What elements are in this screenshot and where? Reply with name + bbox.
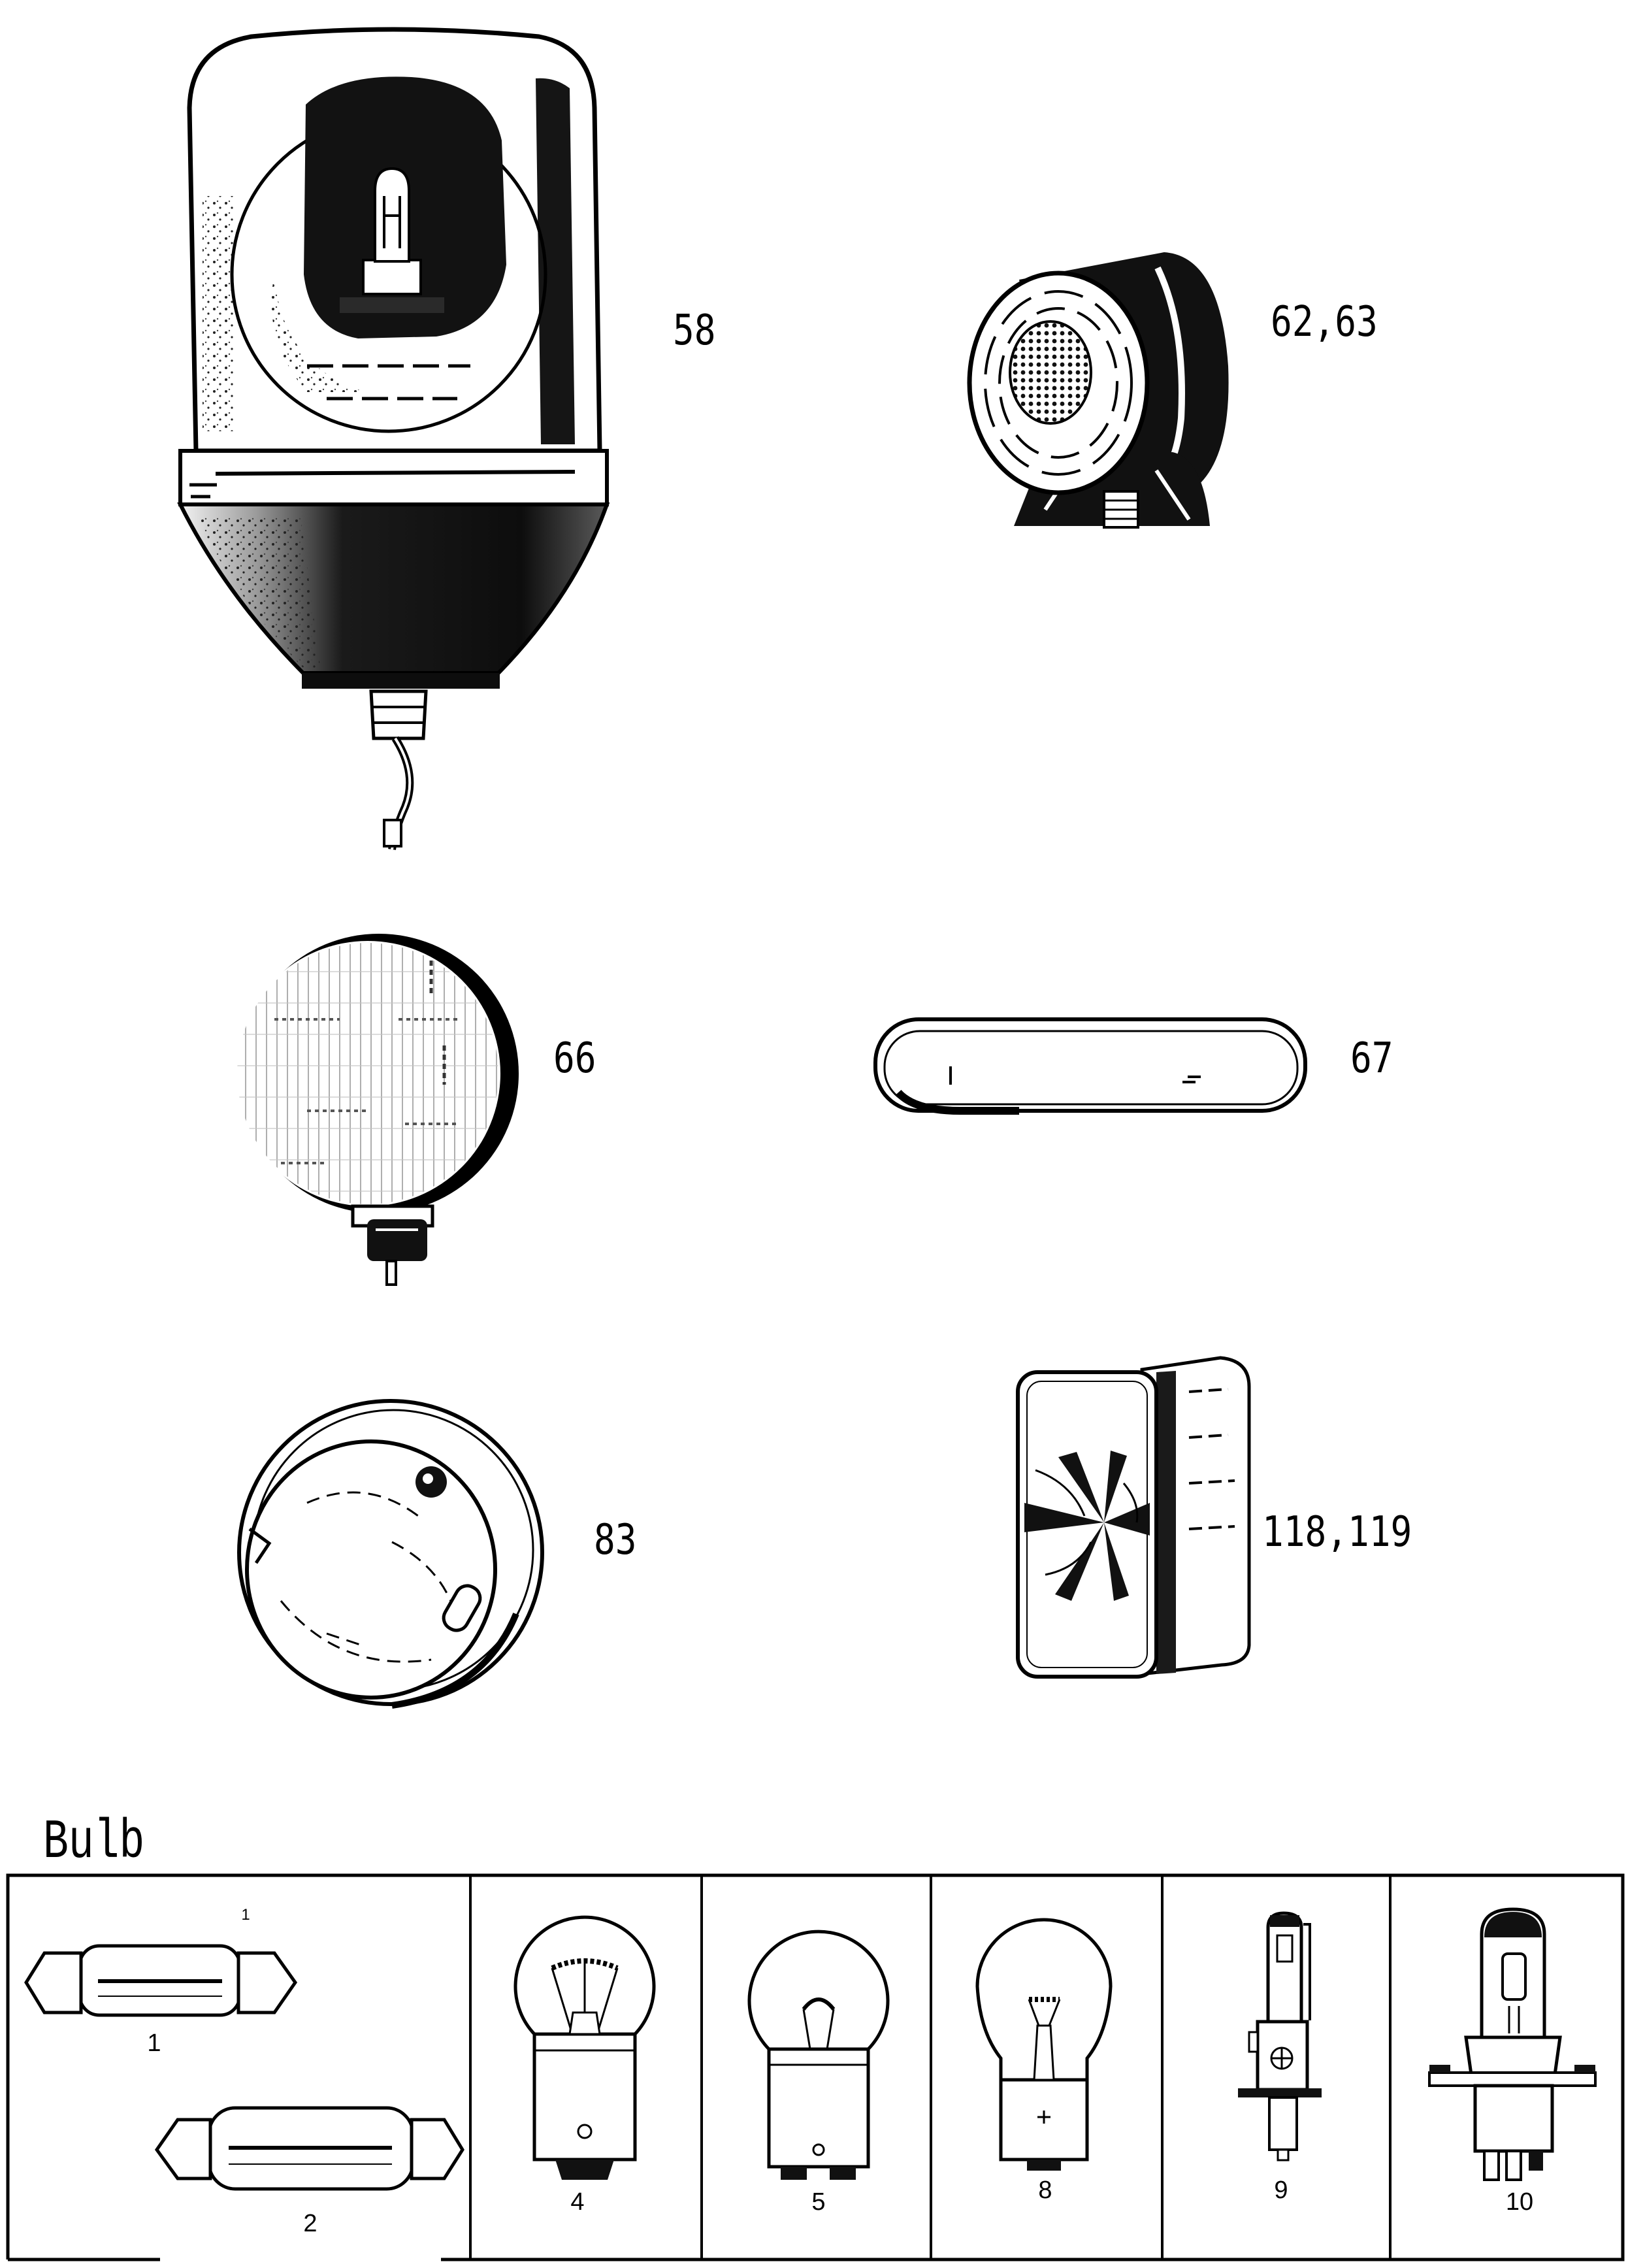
h4-halogen-bulb-10-icon: [1428, 1907, 1597, 2181]
festoon-bulb-2-icon: [154, 2106, 464, 2191]
round-lamp-62-63-illustration: [967, 252, 1229, 529]
bulb-5-glass: [747, 1930, 890, 2051]
h1-halogen-bulb-9-icon: [1238, 1911, 1322, 2161]
bulb-label-double-contact: 5: [811, 2188, 826, 2216]
beacon-cable-terminal: [383, 819, 402, 847]
bulb-label-festoon-long: 2: [303, 2210, 317, 2237]
bulb-9-capsule: [1266, 1911, 1303, 2024]
double-contact-bulb-5-icon: [747, 1930, 890, 2180]
bulb-label-h4: 10: [1505, 2188, 1534, 2216]
single-contact-bulb-4-icon: [513, 1915, 656, 2180]
festoon-1-cap-right: [236, 1951, 298, 2014]
callout-rect-lamp: 118,119: [1262, 1508, 1412, 1556]
round-lamp-83-illustration: [237, 1399, 544, 1709]
bulb-table-dividers: [469, 1875, 1392, 2260]
bulb-label-festoon-short-mark: 1: [241, 1906, 250, 1924]
festoon-1-cap-left: [24, 1951, 83, 2014]
beacon-reflector-base-lines: [307, 364, 470, 401]
bulb-10-base: [1473, 2084, 1554, 2153]
bulb-section-title: Bulb: [43, 1812, 145, 1874]
festoon-2-cap-right: [410, 2118, 464, 2180]
beacon-housing-speckle: [196, 516, 320, 670]
rect-lamp-reflector-shading: [1024, 1451, 1150, 1601]
work-lamp-66-illustration: [235, 934, 519, 1286]
bulb-label-single-contact: 4: [570, 2188, 585, 2216]
lamp-stud: [1103, 490, 1139, 529]
bulb-table: [6, 1873, 1625, 2261]
lamp-lens-center: [1009, 320, 1092, 425]
bulb-10-flange: [1428, 2071, 1597, 2087]
work-lamp-pin: [385, 1260, 397, 1286]
beacon-reflector-speckle: [271, 274, 366, 392]
bulb-table-frame: [6, 1873, 1625, 2261]
beacon-base-plate: [302, 673, 500, 689]
beacon-band: [178, 449, 609, 506]
callout-round-lamp-large: 83: [594, 1516, 637, 1564]
beacon-cable-gland: [369, 689, 428, 740]
bulb-label-pear: 8: [1038, 2177, 1052, 2204]
bulb-label-festoon-short: 1: [147, 2030, 161, 2057]
festoon-2-cap-left: [154, 2118, 212, 2180]
pear-bulb-8-icon: [975, 1918, 1113, 2171]
work-lamp-plug: [367, 1219, 427, 1261]
bulb-4-base: [532, 2032, 637, 2161]
rect-lamp-118-119-illustration: [1016, 1356, 1251, 1679]
marker-lamp-67-illustration: [873, 1017, 1307, 1115]
lamp-83-slot: [442, 1584, 482, 1632]
beacon-dome-speckle: [203, 196, 235, 431]
beacon-bulb-icon: [340, 167, 444, 313]
bulb-10-collar: [1464, 2035, 1562, 2077]
beacon-dome-stripe: [536, 78, 575, 444]
bulb-9-flange: [1238, 2088, 1322, 2097]
festoon-bulb-1-icon: [24, 1944, 298, 2017]
callout-beacon: 58: [673, 306, 716, 355]
lamp-83-lens: [245, 1439, 497, 1700]
bulb-label-h1: 9: [1274, 2177, 1288, 2204]
callout-marker-lamp: 67: [1350, 1034, 1393, 1083]
callout-work-lamp: 66: [553, 1034, 596, 1083]
callout-round-lamp-small: 62,63: [1271, 298, 1378, 346]
rotating-beacon-illustration: [177, 27, 610, 850]
lamp-83-notch: [248, 1527, 272, 1564]
marker-lamp-body: [873, 1017, 1307, 1113]
